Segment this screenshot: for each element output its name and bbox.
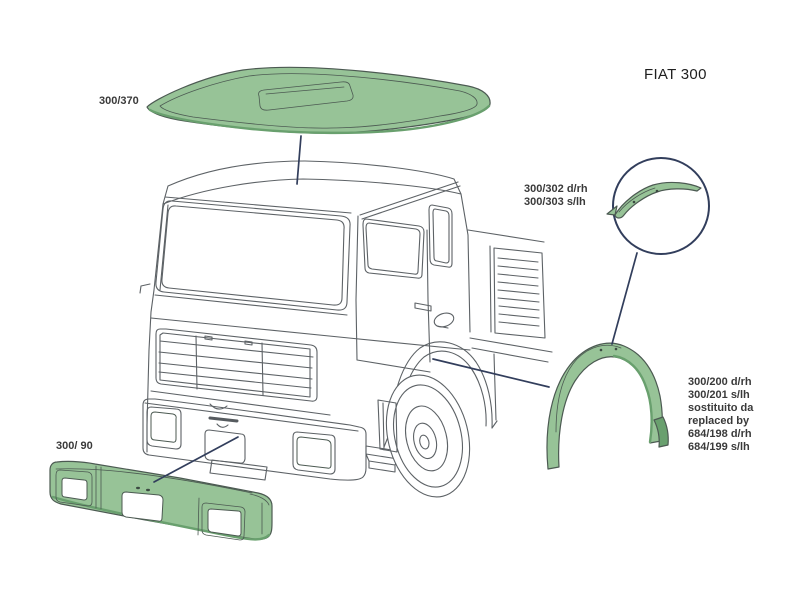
part-number-drip-rh: 300/302 d/rh (524, 183, 588, 195)
part-number-drip-lh: 300/303 s/lh (524, 196, 586, 208)
roof-panel-part (146, 66, 491, 135)
leader-lines (153, 135, 638, 483)
replaced-note-en: replaced by (688, 415, 750, 427)
part-label-roof: 300/370 (99, 95, 139, 107)
replacement-number-rh: 684/198 d/rh (688, 428, 752, 440)
bumper-part (49, 460, 273, 541)
magnifier-circle (612, 157, 710, 255)
replaced-note-it: sostituito da (688, 402, 754, 414)
part-number-arch-lh: 300/201 s/lh (688, 389, 750, 401)
leader-line-wheel-arch (432, 358, 550, 388)
part-label-bumper: 300/ 90 (56, 440, 93, 452)
part-number-arch-rh: 300/200 d/rh (688, 376, 752, 388)
truck-cab-drawing (139, 160, 553, 498)
replacement-number-lh: 684/199 s/lh (688, 441, 750, 453)
diagram-title: FIAT 300 (644, 66, 707, 83)
wheel-arch-part (546, 342, 669, 470)
leader-line-roof (296, 135, 302, 185)
drip-rail-part (606, 157, 710, 255)
part-label-wheel-arch: 300/200 d/rh 300/201 s/lh sostituito da … (688, 376, 753, 454)
leader-line-bumper (153, 436, 239, 483)
leader-line-drip-rail (611, 252, 638, 345)
part-label-drip-rail: 300/302 d/rh 300/303 s/lh (524, 183, 588, 209)
